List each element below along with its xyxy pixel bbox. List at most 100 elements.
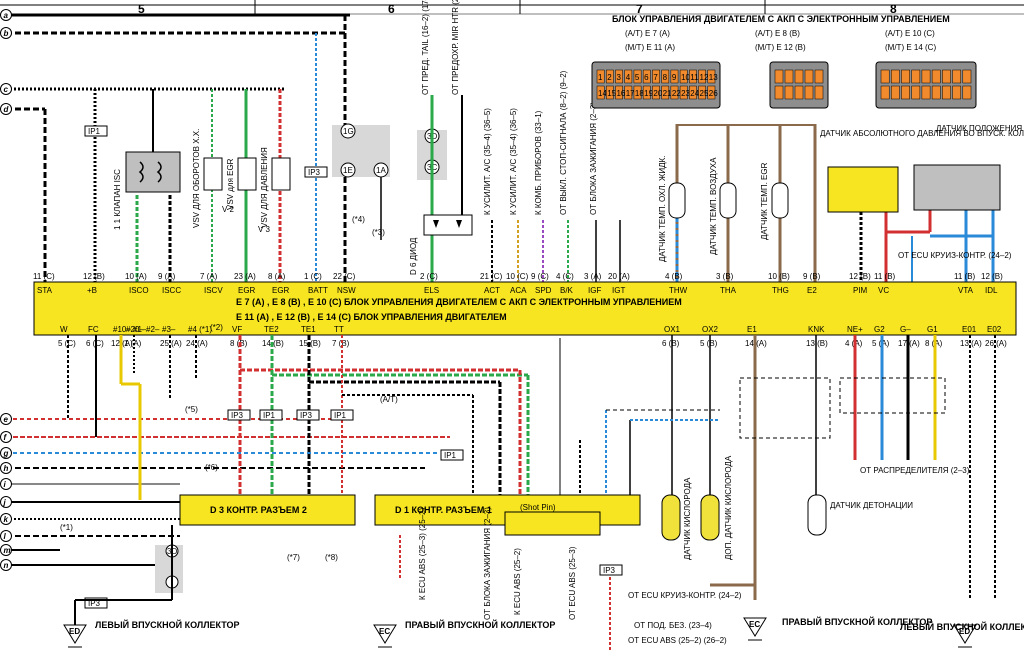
d1-label: D 1 КОНТР. РАЗЪЕМ 1	[395, 505, 492, 515]
bus-letter-text-b: b	[4, 29, 9, 38]
bus-letter-e	[0, 413, 12, 425]
c7pins-cell	[661, 69, 670, 84]
c10pins-cell	[952, 85, 962, 100]
bus-letter-n	[0, 559, 12, 571]
ground-2	[743, 617, 767, 637]
c7pins-cell	[652, 85, 660, 100]
ac-label-1: К УСИЛИТ. А/С (35–4) (36–5)	[483, 108, 492, 215]
bus-letter-j	[0, 496, 12, 508]
c7-at: (А/Т) Е 7 (A)	[625, 29, 670, 38]
stop-label: ОТ ВЫКЛ. СТОП-СИГНАЛА (8–2) (9–2)	[559, 70, 568, 215]
bus-letter-text-i: i	[4, 480, 7, 489]
ecu-bottom-pin-num-10: 6 (B)	[662, 339, 680, 348]
combo-label: К КОМБ. ПРИБОРОВ (33–1)	[534, 110, 543, 215]
from-tail-label: ОТ ПРЕД. TAIL (16–2) (17–2)	[421, 0, 430, 95]
ecu-bottom-pin-15: G2	[874, 325, 885, 334]
c10pins-cell	[880, 69, 890, 84]
abs4-label: ОТ ECU ABS (25–2) (26–2)	[628, 636, 727, 645]
bus-letter-h	[0, 462, 12, 474]
c7pins-cell	[670, 69, 679, 84]
knock-sensor	[807, 494, 827, 536]
c8pins-cell	[794, 85, 804, 100]
vsv-egr-label: VSV для EGR	[226, 158, 235, 210]
c10pins-cell	[942, 69, 951, 84]
connector-ip1-b-label: IP1	[263, 411, 276, 420]
bus-letter-text-j: j	[3, 498, 7, 507]
connector-1g	[340, 123, 356, 139]
right-manifold-label-2: ПРАВЫЙ ВПУСКНОЙ КОЛЛЕКТОР	[782, 616, 932, 627]
signal-wires-mid	[491, 220, 621, 282]
c7pins-cell	[605, 69, 614, 84]
ecu-bottom-pin-4: #3–	[162, 325, 176, 334]
thg-label: ДАТЧИК ТЕМП. EGR	[760, 162, 769, 240]
ecu-top-pin-num-17: 3 (B)	[716, 272, 734, 281]
diode-icon	[433, 220, 462, 228]
connector-ip3-g	[599, 564, 623, 576]
ecu-top-pin-17: THA	[720, 286, 737, 295]
c7pins-cell	[615, 69, 623, 84]
d1-shot-pin	[504, 511, 601, 536]
zone-5: 5	[138, 2, 145, 16]
ecu-title-2: Е 11 (A) , Е 12 (B) , Е 14 (C) БЛОК УПРА…	[236, 312, 507, 322]
vsv-egr-box	[237, 157, 257, 191]
zone-7: 7	[636, 2, 643, 16]
o2b-label: ДОП. ДАТЧИК КИСЛОРОДА	[724, 455, 733, 560]
c10pins-cell	[890, 85, 900, 100]
c8-connector	[769, 61, 829, 109]
c7-connector	[591, 61, 721, 109]
bus-letter-text-g: g	[3, 449, 9, 458]
v3-label: V 3	[258, 225, 271, 234]
c10pins-cell	[931, 85, 941, 100]
bus-letter-text-h: h	[4, 464, 9, 473]
connector-ip3-c-label: IP3	[300, 411, 313, 420]
bus-letter-text-c: c	[4, 85, 9, 94]
abs-label: К ECU ABS (25–3) (25–2)	[418, 507, 427, 600]
connector-ip3-a	[227, 409, 251, 421]
bus-letter-g	[0, 447, 12, 459]
c7pins-cell	[633, 69, 642, 84]
ecu-top-pin-10: ACT	[484, 286, 500, 295]
v2-label: V 2	[222, 205, 235, 214]
note-at: (A/T)	[380, 395, 398, 404]
c10pins-cell	[880, 85, 890, 100]
c7pins-cell	[679, 85, 688, 100]
ecu-bottom-pin-num-19: 26 (A)	[985, 339, 1007, 348]
connector-ip1-b	[259, 409, 283, 421]
vsv-pressure-label: VSV ДЛЯ ДАВЛЕНИЯ	[260, 147, 269, 228]
ecu-bottom-pin-2: #10– #1–	[113, 325, 147, 334]
ecu-bottom-pin-12: E1	[747, 325, 757, 334]
c7pins-cell	[652, 69, 660, 84]
vsv-idle-label: VSV ДЛЯ ОБОРОТОВ Х.Х.	[192, 129, 201, 228]
c10pins-cell	[931, 69, 941, 84]
bus-letter-b	[0, 27, 12, 39]
c10pins-cell	[911, 85, 921, 100]
vsv-idle-box	[203, 157, 223, 191]
ecu-title-1: Е 7 (A) , Е 8 (B) , Е 10 (C) БЛОК УПРАВЛ…	[236, 297, 682, 307]
ecu-top-pin-4: ISCV	[204, 286, 223, 295]
connector-ip1-e-label: IP1	[444, 451, 457, 460]
c7pins-pin-num: 21	[663, 89, 672, 98]
d3-label: D 3 КОНТР. РАЗЪЕМ 2	[210, 505, 307, 515]
c7pins-cell	[679, 69, 688, 84]
c7pins-pin-num: 24	[690, 89, 699, 98]
c8-at: (А/Т) Е 8 (B)	[755, 29, 800, 38]
ecu-top-pin-num-16: 4 (B)	[665, 272, 683, 281]
diode-label: D 6 ДИОД	[409, 237, 418, 275]
bus-letter-text-e: e	[4, 415, 9, 424]
ecu-bottom-pin-17: G1	[927, 325, 938, 334]
tha-sensor	[719, 182, 737, 219]
ecu-top-pin-12: SPD	[535, 286, 552, 295]
ecu-top-pin-5: EGR	[238, 286, 256, 295]
c7pins-pin-num: 5	[635, 73, 640, 82]
c10pins-cell	[911, 69, 921, 84]
bus-lines	[6, 13, 450, 566]
connector-ip1-d-label: IP1	[334, 411, 347, 420]
ecu-bottom-pin-num-5: 24 (A)	[186, 339, 208, 348]
ecu-top-pin-18: THG	[772, 286, 789, 295]
c8pins-cell	[804, 69, 814, 84]
c10-mt: (М/Т) Е 14 (C)	[885, 43, 936, 52]
ecu-top-pin-16: THW	[669, 286, 688, 295]
c7pins-pin-num: 12	[700, 73, 709, 82]
c8-pins	[774, 69, 824, 100]
